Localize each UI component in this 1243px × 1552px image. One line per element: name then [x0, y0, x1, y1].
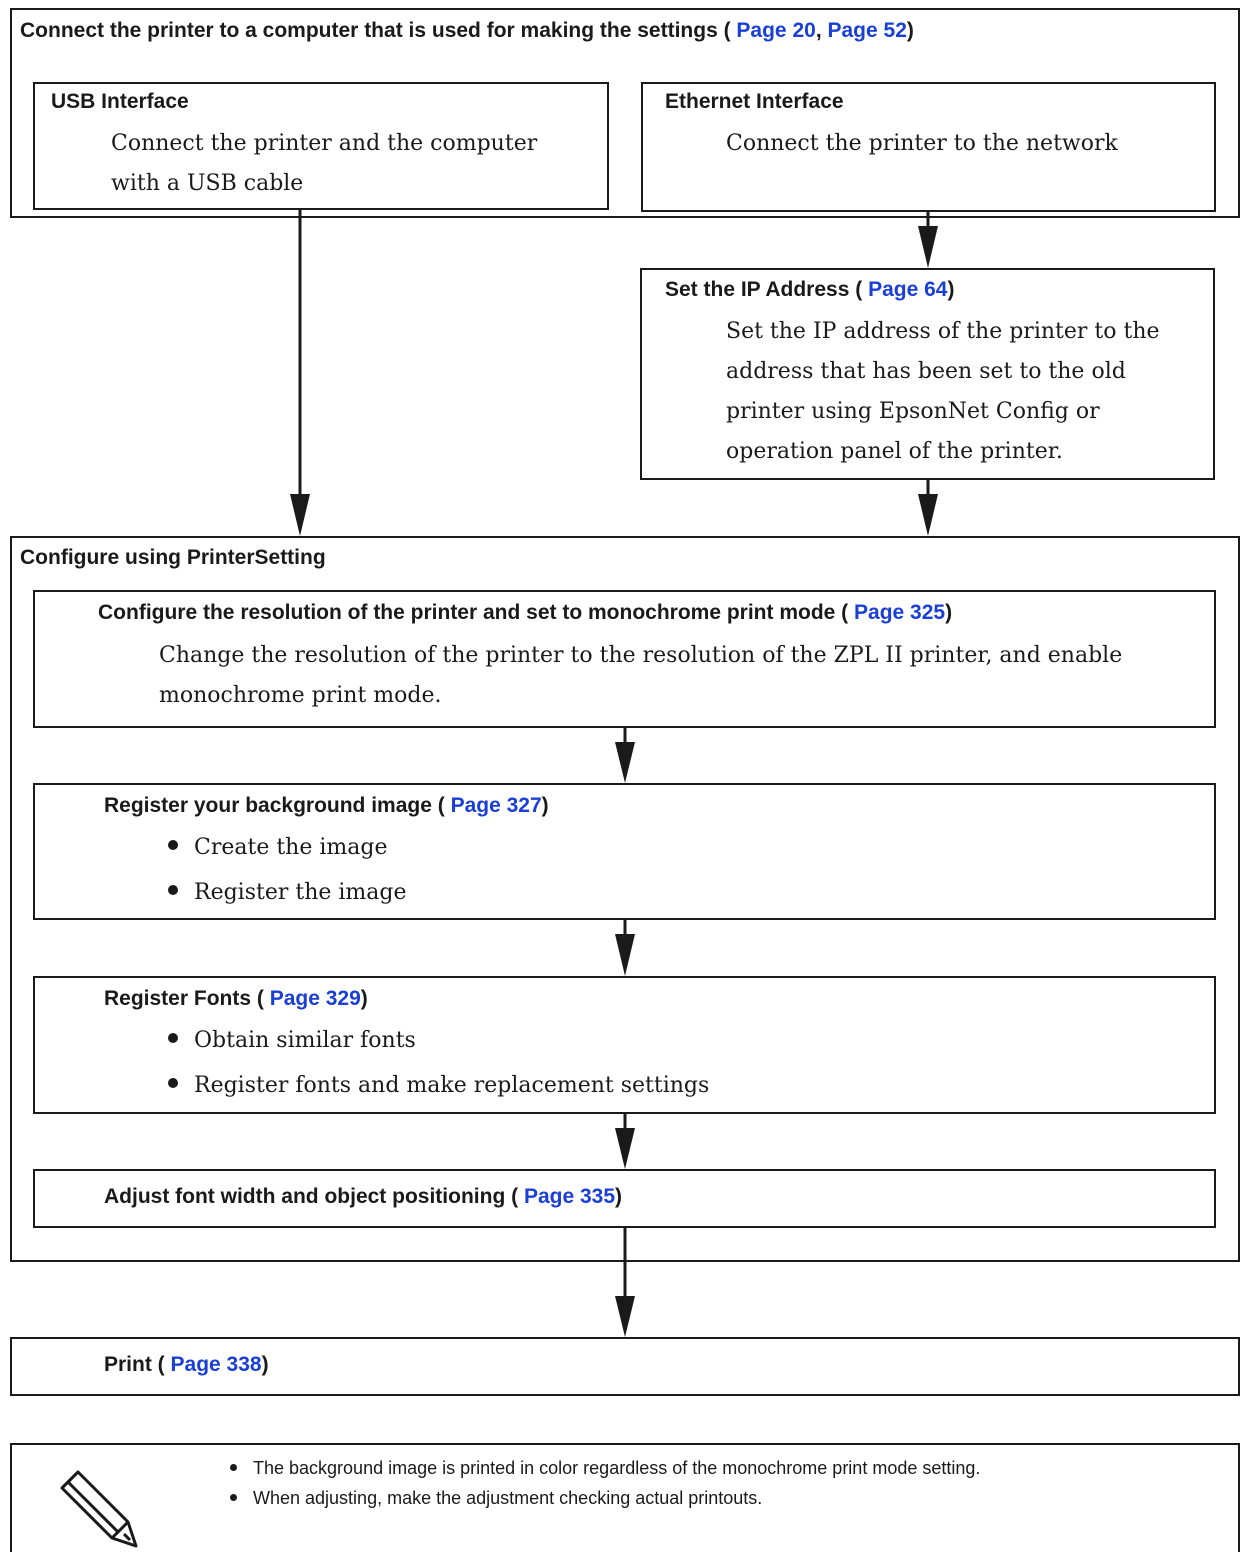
note-box	[10, 1443, 1240, 1552]
note-item-text: The background image is printed in color…	[253, 1458, 981, 1478]
usb-box	[33, 82, 609, 210]
arrow-head	[918, 494, 938, 536]
arrow-head	[615, 934, 635, 976]
note-item: The background image is printed in color…	[230, 1458, 980, 1479]
ip-title: Set the IP Address ( Page 64)	[665, 278, 954, 302]
ip-title-text: Set the IP Address (	[665, 278, 863, 301]
resolution-title: Configure the resolution of the printer …	[98, 601, 952, 625]
resolution-box	[33, 590, 1216, 728]
background-item: Create the image	[168, 835, 387, 860]
print-page-link[interactable]: Page 338	[170, 1353, 262, 1376]
ethernet-text: Connect the printer to the network	[726, 131, 1118, 156]
fonts-title: Register Fonts ( Page 329)	[104, 987, 368, 1011]
resolution-title-text: Configure the resolution of the printer …	[98, 601, 849, 624]
print-box	[10, 1337, 1240, 1396]
fonts-item-text: Register fonts and make replacement sett…	[194, 1073, 710, 1098]
ip-address-box	[640, 268, 1215, 480]
arrow-head	[615, 1296, 635, 1337]
adjust-close: )	[615, 1185, 623, 1208]
resolution-page-link[interactable]: Page 325	[854, 601, 946, 624]
arrow-head	[615, 742, 635, 783]
bullet-icon	[168, 885, 178, 895]
arrow-head	[918, 226, 938, 268]
ip-close: )	[947, 278, 955, 301]
note-item-text: When adjusting, make the adjustment chec…	[253, 1488, 763, 1508]
connect-sep: ,	[815, 19, 822, 42]
background-title: Register your background image ( Page 32…	[104, 794, 549, 818]
adjust-box	[33, 1169, 1216, 1228]
bullet-icon	[168, 1033, 178, 1043]
background-item-text: Create the image	[194, 835, 388, 860]
bullet-icon	[230, 1464, 237, 1471]
note-item: When adjusting, make the adjustment chec…	[230, 1488, 762, 1509]
ip-text: Set the IP address of the printer to the…	[726, 319, 1160, 464]
background-page-link[interactable]: Page 327	[450, 794, 542, 817]
background-item: Register the image	[168, 880, 407, 905]
arrow-head	[615, 1128, 635, 1169]
print-close: )	[261, 1353, 269, 1376]
pencil-icon	[60, 1470, 138, 1548]
background-close: )	[541, 794, 549, 817]
ip-page-link[interactable]: Page 64	[868, 278, 948, 301]
fonts-close: )	[360, 987, 368, 1010]
configure-title: Configure using PrinterSetting	[20, 546, 326, 569]
connect-page-link-2[interactable]: Page 52	[827, 19, 907, 42]
ethernet-box	[641, 82, 1216, 212]
fonts-page-link[interactable]: Page 329	[269, 987, 361, 1010]
fonts-box	[33, 976, 1216, 1114]
usb-title: USB Interface	[51, 90, 189, 113]
bullet-icon	[168, 840, 178, 850]
print-title: Print ( Page 338)	[104, 1353, 269, 1377]
adjust-title-text: Adjust font width and object positioning…	[104, 1185, 519, 1208]
usb-text: Connect the printer and the computer wit…	[111, 131, 538, 196]
resolution-text: Change the resolution of the printer to …	[159, 643, 1123, 708]
bullet-icon	[230, 1494, 237, 1501]
fonts-item: Obtain similar fonts	[168, 1028, 416, 1053]
connect-title: Connect the printer to a computer that i…	[20, 19, 914, 43]
arrow-head	[290, 494, 310, 536]
fonts-item-text: Obtain similar fonts	[194, 1028, 416, 1053]
connect-close: )	[906, 19, 914, 42]
background-image-box	[33, 783, 1216, 920]
connect-page-link-1[interactable]: Page 20	[736, 19, 816, 42]
adjust-title: Adjust font width and object positioning…	[104, 1185, 622, 1209]
background-title-text: Register your background image (	[104, 794, 445, 817]
print-title-text: Print (	[104, 1353, 165, 1376]
ethernet-title: Ethernet Interface	[665, 90, 844, 113]
connect-title-text: Connect the printer to a computer that i…	[20, 19, 731, 42]
resolution-close: )	[945, 601, 953, 624]
background-item-text: Register the image	[194, 880, 407, 905]
bullet-icon	[168, 1078, 178, 1088]
fonts-title-text: Register Fonts (	[104, 987, 264, 1010]
adjust-page-link[interactable]: Page 335	[523, 1185, 616, 1208]
fonts-item: Register fonts and make replacement sett…	[168, 1073, 709, 1098]
